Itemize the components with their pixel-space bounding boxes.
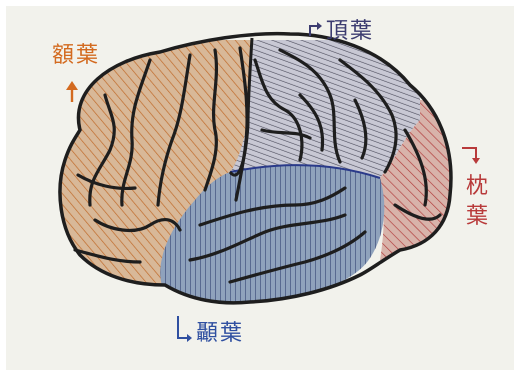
frontal-lobe-label: 額葉 (52, 44, 100, 68)
occipital-lobe-label: 枕葉 (466, 172, 490, 232)
parietal-lobe-label: 頂葉 (326, 20, 374, 44)
temporal-lobe-label: 顳葉 (196, 322, 244, 346)
